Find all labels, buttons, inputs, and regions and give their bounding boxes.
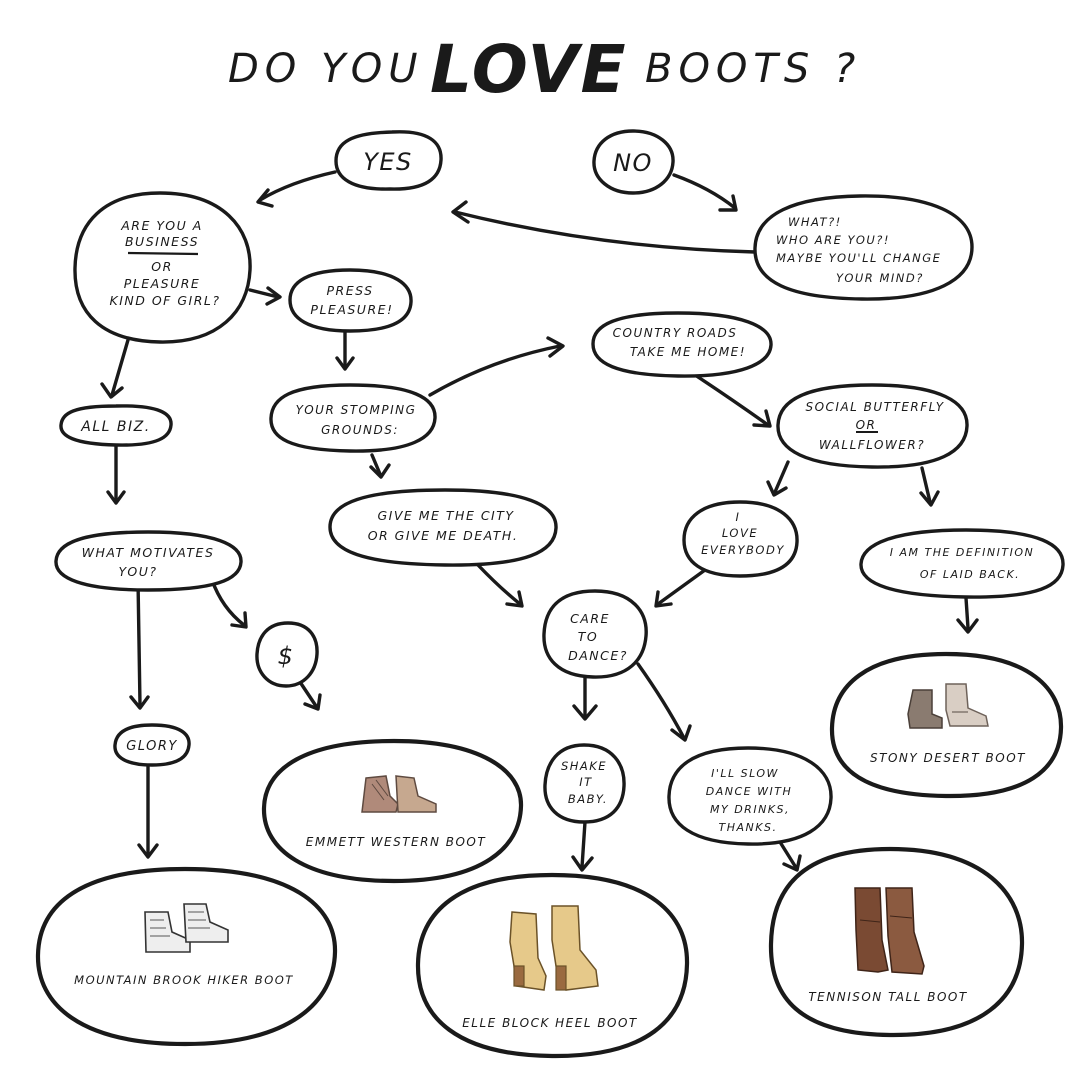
city-line-1: GIVE ME THE CITY <box>377 508 514 523</box>
stony-desert-boot-bubble: STONY DESERT BOOT <box>829 651 1064 799</box>
what-line-2: WHO ARE YOU?! <box>776 233 890 247</box>
country-line-1: COUNTRY ROADS <box>613 326 738 340</box>
dance-line-1: CARE <box>570 611 610 626</box>
dance-line-2: TO <box>578 629 598 644</box>
stomping-line-2: GROUNDS: <box>321 423 399 437</box>
money-bubble: $ <box>255 621 319 688</box>
laid-back-line-2: OF LAID BACK. <box>920 568 1020 581</box>
press-line-1: PRESS <box>326 283 373 298</box>
elle-block-heel-boot-bubble: ELLE BLOCK HEEL BOOT <box>415 872 690 1059</box>
what-who-bubble: WHAT?! WHO ARE YOU?! MAYBE YOU'LL CHANGE… <box>753 194 974 301</box>
what-line-1: WHAT?! <box>788 215 842 229</box>
slow-line-3: MY DRINKS, <box>710 803 790 816</box>
emmett-western-boot-illustration <box>361 775 437 813</box>
slow-line-2: DANCE WITH <box>706 785 792 798</box>
shake-line-3: BABY. <box>568 792 608 806</box>
love-everybody-bubble: I LOVE EVERYBODY <box>682 500 799 578</box>
press-line-2: PLEASURE! <box>310 302 393 317</box>
laid-back-line-1: I AM THE DEFINITION <box>890 546 1035 559</box>
city-line-2: OR GIVE ME DEATH. <box>368 528 519 543</box>
laid-back-bubble: I AM THE DEFINITION OF LAID BACK. <box>859 528 1065 599</box>
elle-block-heel-boot-label: ELLE BLOCK HEEL BOOT <box>462 1016 638 1030</box>
social-line-3: WALLFLOWER? <box>819 438 925 452</box>
what-motivates-bubble: WHAT MOTIVATES YOU? <box>54 530 243 592</box>
motivates-line-1: WHAT MOTIVATES <box>82 545 215 560</box>
glory-label: GLORY <box>126 739 178 754</box>
page-title: DO YOU LOVE BOOTS ? <box>228 31 861 108</box>
mountain-brook-boot-illustration <box>144 903 229 953</box>
glory-bubble: GLORY <box>113 723 191 767</box>
business-line-4: PLEASURE <box>124 276 201 291</box>
shake-line-1: SHAKE <box>561 759 607 773</box>
care-to-dance-bubble: CARE TO DANCE? <box>542 589 648 679</box>
all-biz-label: ALL BIZ. <box>80 419 150 435</box>
love-line-3: EVERYBODY <box>701 543 785 557</box>
city-or-death-bubble: GIVE ME THE CITY OR GIVE ME DEATH. <box>328 488 558 567</box>
mountain-brook-boot-label: MOUNTAIN BROOK HIKER BOOT <box>74 973 294 987</box>
business-line-2: BUSINESS <box>125 234 199 249</box>
social-line-1: SOCIAL BUTTERFLY <box>805 400 944 414</box>
emmett-western-boot-label: EMMETT WESTERN BOOT <box>306 835 487 849</box>
shake-line-2: IT <box>579 775 592 789</box>
arrows <box>100 170 979 872</box>
mountain-brook-boot-bubble: MOUNTAIN BROOK HIKER BOOT <box>35 866 338 1047</box>
business-or-pleasure-bubble: ARE YOU A BUSINESS OR PLEASURE KIND OF G… <box>73 191 252 344</box>
no-label: NO <box>613 149 653 177</box>
love-line-1: I <box>736 510 741 524</box>
slow-line-4: THANKS. <box>719 821 778 834</box>
love-line-2: LOVE <box>722 526 758 540</box>
dance-line-3: DANCE? <box>568 648 628 663</box>
stony-desert-boot-illustration <box>907 683 989 729</box>
country-line-2: TAKE ME HOME! <box>630 345 746 359</box>
social-line-2: OR <box>856 418 877 432</box>
social-butterfly-bubble: SOCIAL BUTTERFLY OR WALLFLOWER? <box>776 383 969 469</box>
money-label: $ <box>278 642 295 670</box>
stony-desert-boot-label: STONY DESERT BOOT <box>870 751 1026 765</box>
no-bubble: NO <box>592 129 675 195</box>
stomping-grounds-bubble: YOUR STOMPING GROUNDS: <box>269 383 437 453</box>
slow-dance-bubble: I'LL SLOW DANCE WITH MY DRINKS, THANKS. <box>667 746 833 846</box>
tennison-tall-boot-bubble: TENNISON TALL BOOT <box>768 846 1025 1038</box>
shake-it-bubble: SHAKE IT BABY. <box>543 743 626 824</box>
tennison-tall-boot-label: TENNISON TALL BOOT <box>808 990 968 1004</box>
title-boots: BOOTS ? <box>645 46 861 92</box>
country-roads-bubble: COUNTRY ROADS TAKE ME HOME! <box>591 311 773 378</box>
yes-label: YES <box>363 148 413 176</box>
stomping-line-1: YOUR STOMPING <box>296 403 417 417</box>
title-love: LOVE <box>430 31 628 108</box>
emmett-western-boot-bubble: EMMETT WESTERN BOOT <box>261 738 524 884</box>
tennison-tall-boot-illustration <box>854 887 925 975</box>
elle-block-heel-boot-illustration <box>509 905 599 991</box>
business-line-5: KIND OF GIRL? <box>110 293 221 308</box>
yes-bubble: YES <box>334 130 443 191</box>
slow-line-1: I'LL SLOW <box>711 767 779 780</box>
title-do-you: DO YOU <box>228 46 424 92</box>
business-line-3: OR <box>151 259 173 274</box>
what-line-4: YOUR MIND? <box>836 271 924 285</box>
press-pleasure-bubble: PRESS PLEASURE! <box>288 268 413 333</box>
motivates-line-2: YOU? <box>118 564 157 579</box>
all-biz-bubble: ALL BIZ. <box>59 404 173 447</box>
what-line-3: MAYBE YOU'LL CHANGE <box>776 251 941 265</box>
business-line-1: ARE YOU A <box>120 218 203 233</box>
